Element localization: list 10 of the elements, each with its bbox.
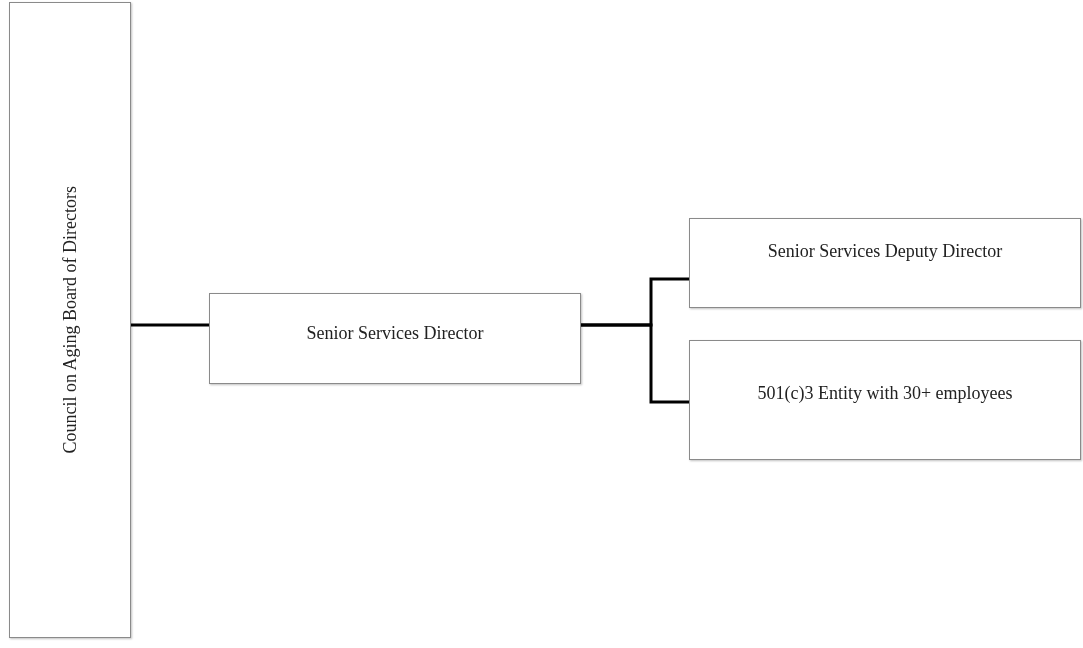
org-box [9,2,131,638]
org-box [689,340,1081,460]
connector-line [131,323,209,327]
box-title: Senior Services Director [306,324,484,344]
box-title: 501(c)3 Entity with 30+ employees [757,384,1013,404]
org-box [689,218,1081,308]
box-title: Senior Services Deputy Director [767,242,1003,262]
box-title: Council on Aging Board of Directors [59,186,81,454]
org-box [209,293,581,384]
connector-line [581,323,689,404]
